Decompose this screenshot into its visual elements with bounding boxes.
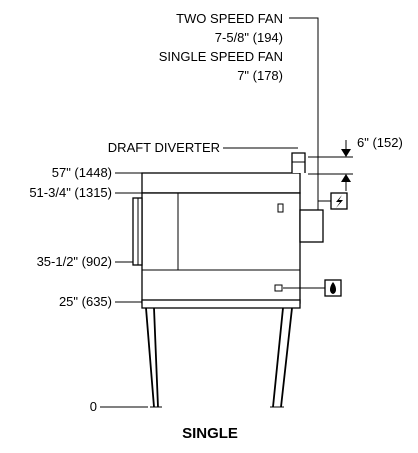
oven-gas-valve-indicator <box>274 284 283 292</box>
oven-cabinet <box>141 192 301 304</box>
draft-diverter-label: DRAFT DIVERTER <box>108 140 220 155</box>
height-label-cabinet-top: 51-3/4" (1315) <box>29 185 112 200</box>
draft-diverter-flue <box>291 152 306 173</box>
electric-lightning-icon <box>318 192 348 210</box>
diverter-dim-down-arrow-icon <box>341 149 351 157</box>
fan-blower-box <box>299 209 324 243</box>
two-speed-fan-label: TWO SPEED FAN <box>176 11 283 26</box>
oven-control-indicator-upper <box>277 203 284 213</box>
single-speed-fan-label: SINGLE SPEED FAN <box>159 49 283 64</box>
diagram-caption: SINGLE <box>182 425 238 442</box>
gas-flame-icon <box>283 279 342 297</box>
height-label-floor: 0 <box>90 399 97 414</box>
height-label-cabinet-bottom: 25" (635) <box>59 294 112 309</box>
oven-base-frame <box>141 299 301 309</box>
height-label-top: 57" (1448) <box>52 165 112 180</box>
oven-rear-leg <box>272 307 293 408</box>
diverter-gap-dimension: 6" (152) <box>357 135 403 150</box>
oven-front-leg <box>145 307 159 408</box>
height-label-mid: 35-1/2" (902) <box>37 254 112 269</box>
two-speed-fan-dimension: 7-5/8" (194) <box>215 30 283 45</box>
diverter-dim-up-arrow-icon <box>341 174 351 182</box>
single-speed-fan-dimension: 7" (178) <box>237 68 283 83</box>
oven-top-plate <box>141 172 301 194</box>
fan-note-leader-line <box>289 17 319 213</box>
